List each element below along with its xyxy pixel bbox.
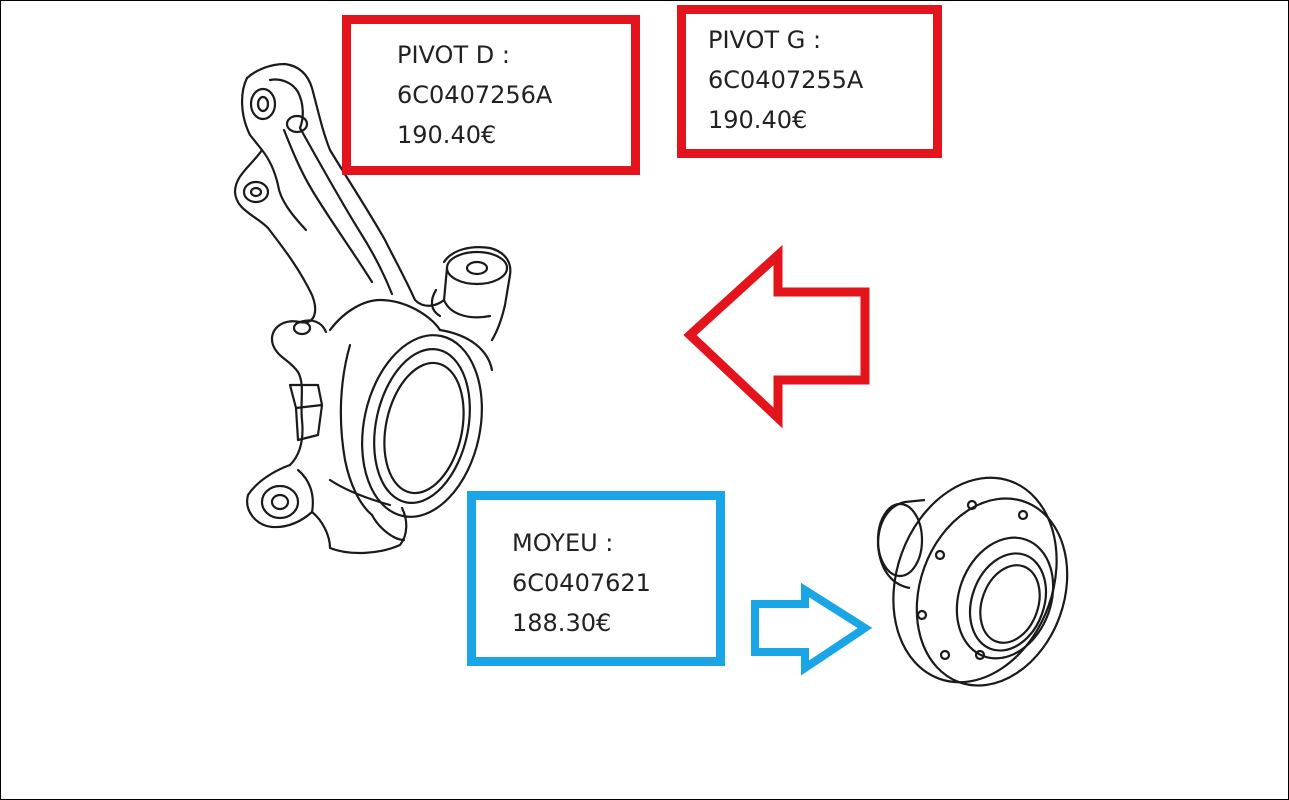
moyeu-label-box: MOYEU : 6C0407621 188.30€ xyxy=(467,491,725,666)
pivot-d-title: PIVOT D : xyxy=(397,41,510,69)
arrow-right-icon xyxy=(751,582,873,676)
wheel-hub-drawing xyxy=(876,476,1069,687)
steering-knuckle-drawing xyxy=(233,62,512,555)
moyeu-price: 188.30€ xyxy=(512,609,612,637)
pivot-g-reference: 6C0407255A xyxy=(708,66,864,94)
pivot-d-label-box: PIVOT D : 6C0407256A 190.40€ xyxy=(342,15,640,175)
moyeu-reference: 6C0407621 xyxy=(512,569,651,597)
pivot-d-reference: 6C0407256A xyxy=(397,81,553,109)
pivot-g-title: PIVOT G : xyxy=(708,26,822,54)
pivot-d-price: 190.40€ xyxy=(397,121,497,149)
moyeu-title: MOYEU : xyxy=(512,529,614,557)
arrow-left-icon xyxy=(683,244,870,429)
pivot-g-price: 190.40€ xyxy=(708,106,808,134)
pivot-g-label-box: PIVOT G : 6C0407255A 190.40€ xyxy=(677,5,942,158)
